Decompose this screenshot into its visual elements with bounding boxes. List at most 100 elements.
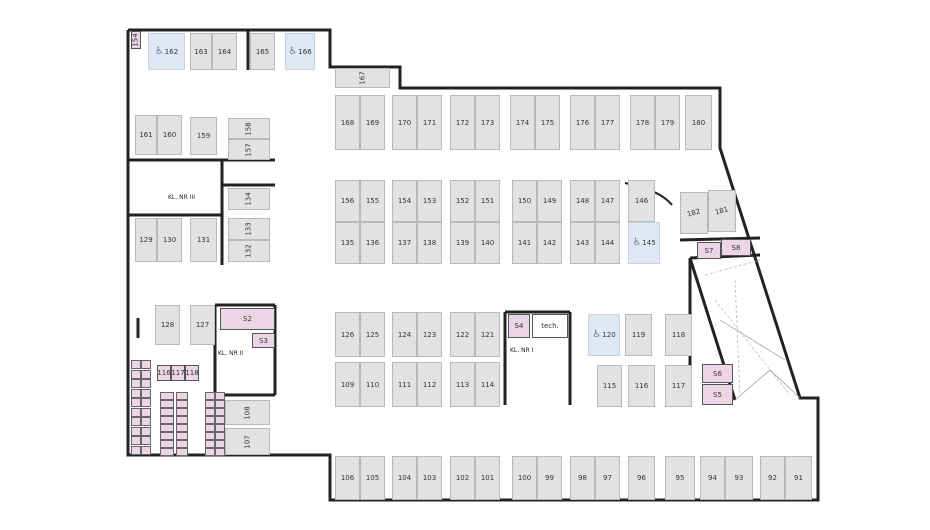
- storage-locker: [205, 408, 215, 416]
- parking-space: 111: [392, 362, 417, 407]
- parking-space: 125: [360, 312, 385, 357]
- parking-space: 174: [510, 95, 535, 150]
- accessible-parking-space: ♿162: [148, 33, 185, 70]
- parking-space: 118: [665, 314, 692, 356]
- storage-locker: [131, 436, 141, 445]
- parking-space: 136: [360, 222, 385, 264]
- parking-space: 108: [225, 400, 270, 425]
- parking-space: 169: [360, 95, 385, 150]
- parking-space-label: 154: [397, 197, 412, 205]
- storage-locker: [160, 432, 174, 440]
- parking-space: 173: [475, 95, 500, 150]
- parking-space: 142: [537, 222, 562, 264]
- parking-space-label: 168: [340, 118, 355, 127]
- parking-space: 144: [595, 222, 620, 264]
- parking-space: 139: [450, 222, 475, 264]
- stair-core-label: KL. NR III: [168, 194, 195, 201]
- storage-locker: [141, 445, 151, 455]
- parking-space-label: 163: [194, 47, 208, 56]
- parking-space: 126: [335, 312, 360, 357]
- storage-locker: [141, 398, 151, 407]
- wheelchair-icon: ♿: [632, 237, 642, 248]
- parking-space: 114: [475, 362, 500, 407]
- parking-space-label: 178: [635, 118, 650, 127]
- storage-locker: [176, 392, 188, 400]
- parking-space: 170: [392, 95, 417, 150]
- storage-locker: [160, 440, 174, 448]
- storage-room: S3: [252, 333, 275, 348]
- storage-room: S2: [220, 308, 275, 330]
- parking-space: 172: [450, 95, 475, 150]
- parking-space-label: 176: [575, 118, 590, 127]
- storage-room: 116: [157, 365, 171, 381]
- parking-space: 155: [360, 180, 385, 222]
- parking-space-label: 123: [422, 330, 437, 339]
- parking-space: 150: [512, 180, 537, 222]
- parking-space: 116: [628, 365, 655, 407]
- parking-space: 146: [628, 180, 655, 222]
- parking-space-label: 104: [397, 474, 412, 482]
- parking-space-label: 129: [139, 236, 153, 244]
- parking-space-label: 169: [365, 118, 380, 127]
- parking-space: 177: [595, 95, 620, 150]
- parking-space-label: 174: [515, 118, 530, 127]
- parking-space-label: 182: [686, 207, 702, 219]
- storage-locker: [141, 436, 151, 445]
- parking-space-label: 146: [634, 197, 649, 205]
- parking-space: 97: [595, 456, 620, 500]
- parking-space: 101: [475, 456, 500, 500]
- wheelchair-icon: ♿: [288, 45, 298, 57]
- parking-space: 151: [475, 180, 500, 222]
- storage-locker: [176, 400, 188, 408]
- parking-space: 110: [360, 362, 385, 407]
- storage-locker: [205, 448, 215, 456]
- storage-locker: [141, 426, 151, 436]
- storage-room: tech.: [532, 314, 568, 338]
- parking-space: 130: [157, 218, 182, 262]
- parking-space: 168: [335, 95, 360, 150]
- storage-locker: [131, 379, 141, 388]
- parking-space-label: 136: [365, 239, 380, 247]
- parking-space-label: 179: [660, 118, 675, 127]
- parking-space: 106: [335, 456, 360, 500]
- parking-space: 127: [190, 305, 215, 345]
- storage-room-label: 117: [171, 369, 185, 377]
- parking-space-label: 155: [365, 197, 380, 205]
- parking-space-label: 124: [397, 330, 412, 339]
- storage-locker: [131, 398, 141, 407]
- stair-core-label: KL. NR I: [510, 347, 534, 354]
- accessible-parking-space: ♿166: [285, 33, 315, 70]
- parking-space-label: 139: [455, 239, 470, 247]
- parking-space-label: 157: [245, 142, 253, 157]
- parking-space: 99: [537, 456, 562, 500]
- parking-space: 95: [665, 456, 695, 500]
- accessible-parking-space-label: 145: [642, 239, 656, 247]
- storage-locker: [205, 424, 215, 432]
- storage-room-label: 116: [157, 369, 171, 377]
- accessible-parking-space-label: 162: [164, 47, 179, 56]
- parking-space-label: 144: [600, 239, 615, 247]
- accessible-parking-space: ♿120: [588, 314, 620, 356]
- storage-locker: [141, 417, 151, 426]
- parking-space-label: 113: [455, 380, 470, 389]
- parking-space-label: 103: [422, 474, 437, 482]
- parking-space-label: 130: [162, 236, 177, 244]
- storage-room-label: tech.: [541, 322, 559, 330]
- parking-space: 138: [417, 222, 442, 264]
- accessible-parking-space: ♿145: [628, 222, 660, 264]
- storage-locker: [141, 388, 151, 398]
- parking-space: 132: [228, 240, 270, 262]
- parking-space-label: 92: [768, 474, 777, 482]
- storage-locker: [215, 392, 225, 400]
- parking-space: 131: [190, 218, 217, 262]
- parking-space: 175: [535, 95, 560, 150]
- parking-space: 179: [655, 95, 680, 150]
- storage-locker: [205, 400, 215, 408]
- parking-space-label: 161: [139, 131, 153, 139]
- parking-space: 163: [190, 33, 212, 70]
- parking-space: 128: [155, 305, 180, 345]
- parking-space-label: 180: [691, 118, 706, 127]
- storage-room: 118: [185, 365, 199, 381]
- parking-space-label: 131: [196, 236, 211, 244]
- storage-room: 117: [171, 365, 185, 381]
